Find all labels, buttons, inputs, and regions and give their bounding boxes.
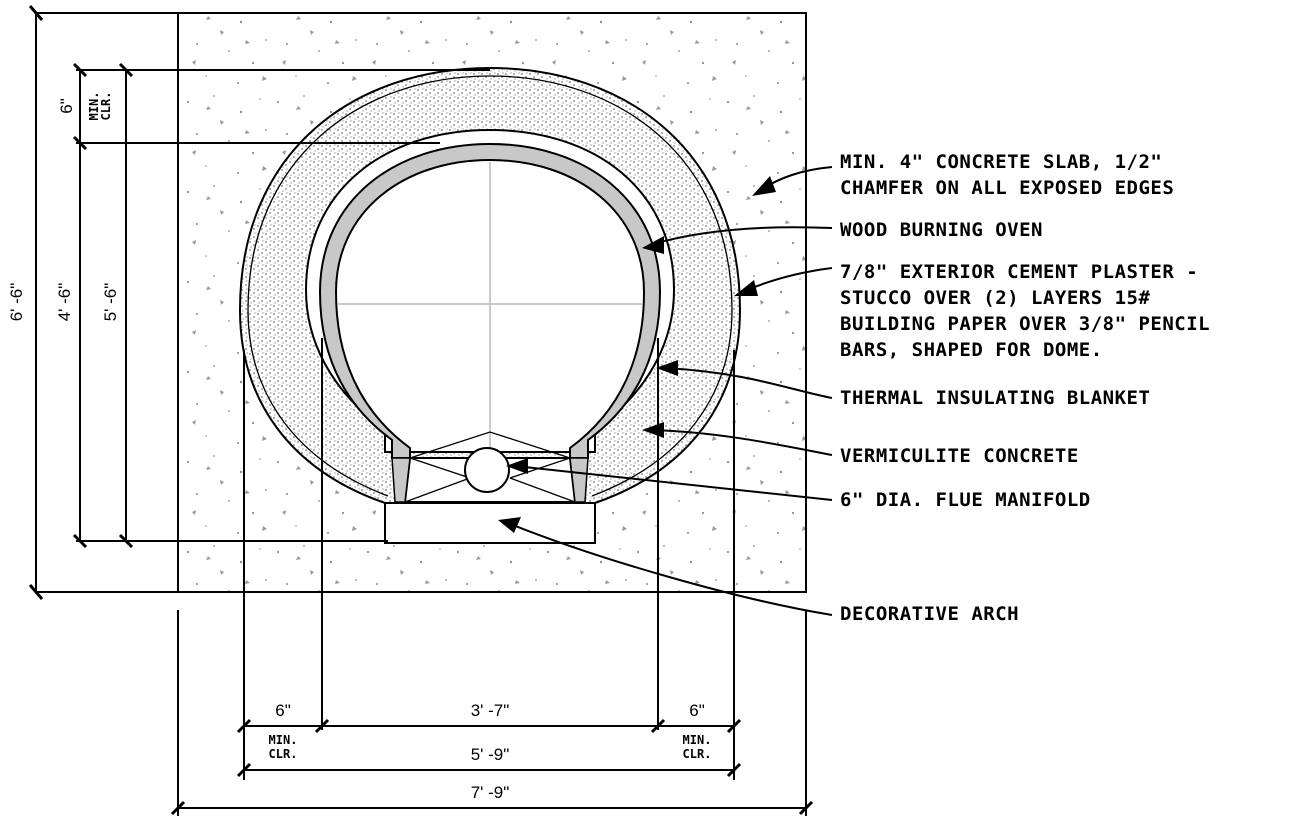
dim-outer-height: 5' -6" (101, 283, 120, 322)
note-slab-line1: MIN. 4" CONCRETE SLAB, 1/2" (840, 151, 1162, 173)
dim-top-clearance: 6" (57, 98, 76, 114)
note-plaster-line1: 7/8" EXTERIOR CEMENT PLASTER - (840, 261, 1198, 283)
dim-left-clearance-note1: MIN. (269, 733, 298, 747)
decorative-arch (384, 502, 596, 544)
dim-left-clearance: 6" (275, 701, 291, 720)
dim-inner-height: 4' -6" (55, 283, 74, 322)
dim-top-clearance-note2: CLR. (99, 92, 113, 121)
dim-right-clearance-note1: MIN. (683, 733, 712, 747)
dim-inner-width: 3' -7" (471, 701, 510, 720)
note-flue: 6" DIA. FLUE MANIFOLD (840, 489, 1091, 511)
dim-overall-height: 6' -6" (7, 283, 26, 322)
horizontal-dimensions: 6" MIN. CLR. 3' -7" 6" MIN. CLR. 5' -9" … (170, 338, 814, 816)
note-slab-line2: CHAMFER ON ALL EXPOSED EDGES (840, 177, 1174, 199)
stucco-inner-line (247, 75, 733, 497)
notes: MIN. 4" CONCRETE SLAB, 1/2" CHAMFER ON A… (840, 151, 1210, 625)
stucco-outer-line (238, 66, 742, 504)
note-arch: DECORATIVE ARCH (840, 603, 1019, 625)
note-oven: WOOD BURNING OVEN (840, 219, 1043, 241)
dim-left-clearance-note2: CLR. (269, 747, 298, 761)
note-plaster-line4: BARS, SHAPED FOR DOME. (840, 339, 1103, 361)
note-plaster-line2: STUCCO OVER (2) LAYERS 15# (840, 287, 1150, 309)
dim-right-clearance: 6" (689, 701, 705, 720)
vertical-dimensions: 6' -6" 4' -6" 5' -6" 6" MIN. CLR. (7, 5, 490, 600)
dim-top-clearance-note1: MIN. (87, 92, 101, 121)
note-blanket: THERMAL INSULATING BLANKET (840, 387, 1150, 409)
note-vermiculite: VERMICULITE CONCRETE (840, 445, 1079, 467)
flue-manifold (464, 447, 510, 493)
dim-dome-width: 5' -9" (471, 745, 510, 764)
note-plaster-line3: BUILDING PAPER OVER 3/8" PENCIL (840, 313, 1210, 335)
dim-right-clearance-note2: CLR. (683, 747, 712, 761)
dim-overall-width: 7' -9" (471, 783, 510, 802)
